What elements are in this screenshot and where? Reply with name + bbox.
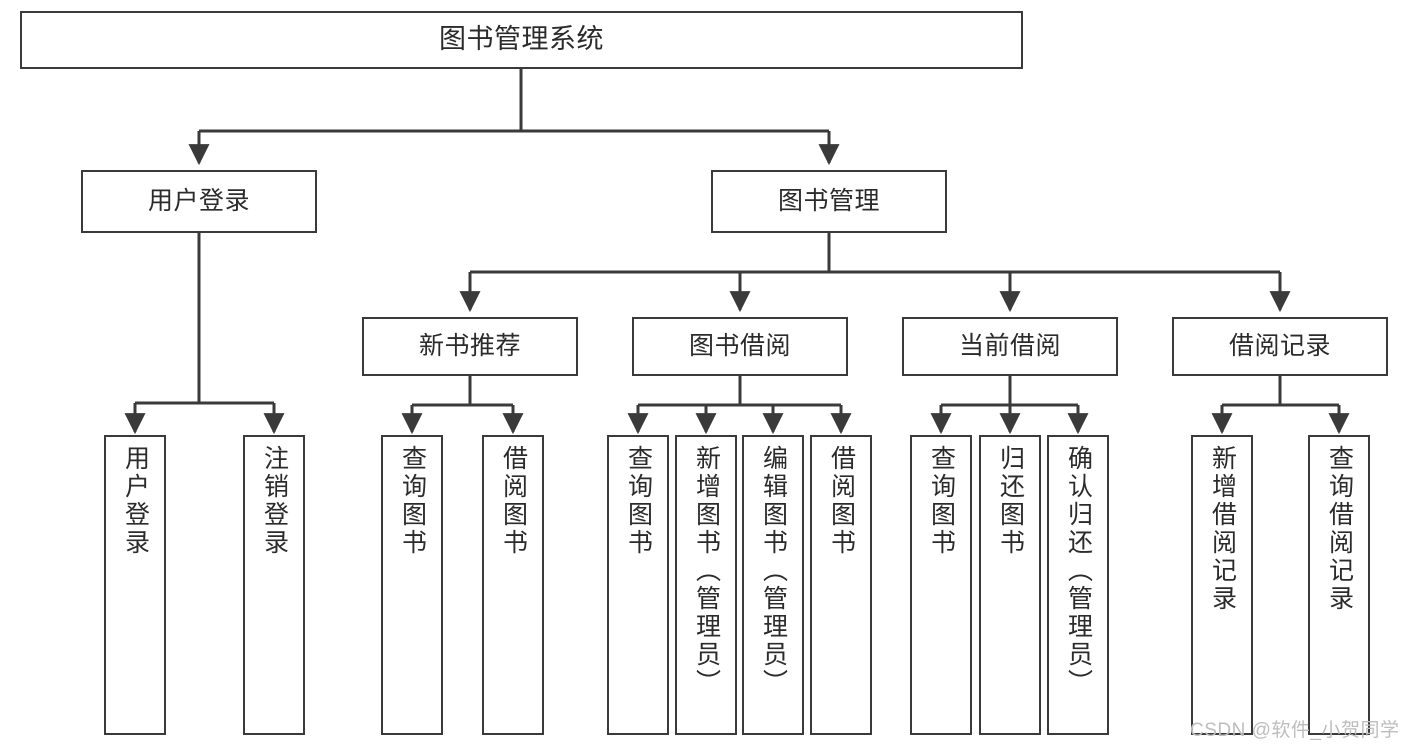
node-label: 查询图书 bbox=[927, 445, 956, 557]
node-label: 图书管理系统 bbox=[439, 24, 604, 55]
csdn-watermark: CSDN @软件_小贺同学 bbox=[1190, 720, 1400, 741]
node-leaf-query-book-3[interactable]: 查询图书 bbox=[910, 435, 972, 735]
node-label: 归还图书 bbox=[996, 445, 1025, 557]
node-label: 确认归还（管理员） bbox=[1064, 445, 1093, 697]
node-label: 查询图书 bbox=[398, 445, 427, 557]
node-label: 注销登录 bbox=[260, 445, 289, 557]
node-leaf-return-book[interactable]: 归还图书 bbox=[979, 435, 1041, 735]
node-leaf-query-book-2[interactable]: 查询图书 bbox=[607, 435, 669, 735]
node-book-manage[interactable]: 图书管理 bbox=[711, 170, 947, 233]
node-book-borrow[interactable]: 图书借阅 bbox=[632, 317, 848, 376]
node-label: 编辑图书（管理员） bbox=[759, 445, 788, 697]
node-leaf-add-book[interactable]: 新增图书（管理员） bbox=[675, 435, 737, 735]
node-label: 借阅图书 bbox=[499, 445, 528, 557]
node-root-system[interactable]: 图书管理系统 bbox=[20, 11, 1023, 69]
node-leaf-borrow-book-2[interactable]: 借阅图书 bbox=[810, 435, 872, 735]
node-leaf-edit-book[interactable]: 编辑图书（管理员） bbox=[742, 435, 804, 735]
node-label: 图书借阅 bbox=[688, 331, 791, 360]
node-new-book-rec[interactable]: 新书推荐 bbox=[362, 317, 578, 376]
node-current-borrow[interactable]: 当前借阅 bbox=[902, 317, 1118, 376]
node-label: 借阅图书 bbox=[827, 445, 856, 557]
node-label: 新增图书（管理员） bbox=[692, 445, 721, 697]
node-label: 用户登录 bbox=[147, 186, 250, 215]
node-leaf-logout-login[interactable]: 注销登录 bbox=[243, 435, 305, 735]
node-leaf-add-record[interactable]: 新增借阅记录 bbox=[1191, 435, 1253, 735]
node-leaf-query-record[interactable]: 查询借阅记录 bbox=[1308, 435, 1370, 735]
node-borrow-record[interactable]: 借阅记录 bbox=[1172, 317, 1388, 376]
node-label: 查询图书 bbox=[624, 445, 653, 557]
node-leaf-confirm-return[interactable]: 确认归还（管理员） bbox=[1047, 435, 1109, 735]
node-leaf-borrow-book-1[interactable]: 借阅图书 bbox=[482, 435, 544, 735]
node-leaf-user-login[interactable]: 用户登录 bbox=[104, 435, 166, 735]
node-label: 当前借阅 bbox=[958, 331, 1061, 360]
node-leaf-query-book-1[interactable]: 查询图书 bbox=[381, 435, 443, 735]
node-user-login[interactable]: 用户登录 bbox=[81, 170, 317, 233]
node-label: 图书管理 bbox=[777, 186, 880, 215]
node-label: 查询借阅记录 bbox=[1325, 445, 1354, 613]
node-label: 新增借阅记录 bbox=[1208, 445, 1237, 613]
node-label: 用户登录 bbox=[121, 445, 150, 557]
node-label: 新书推荐 bbox=[418, 331, 521, 360]
node-label: 借阅记录 bbox=[1228, 331, 1331, 360]
